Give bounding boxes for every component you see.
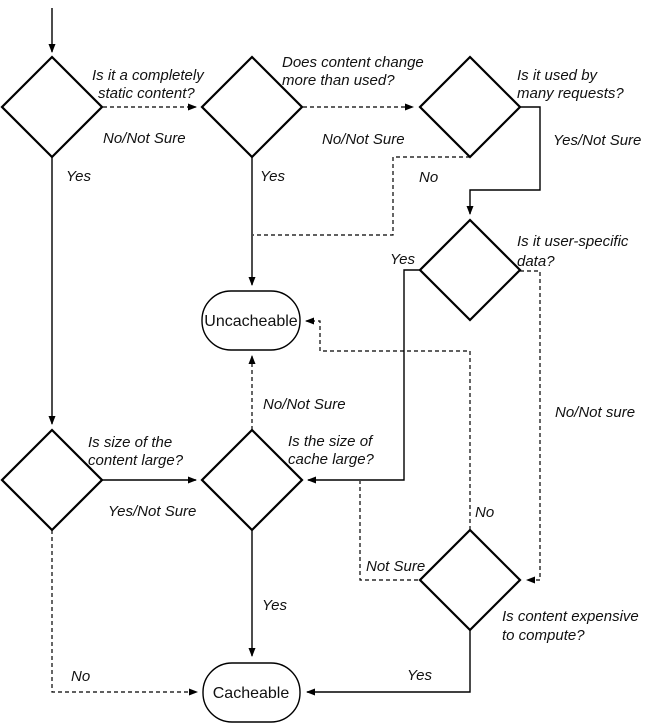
question-user-specific-line1: Is it user-specific bbox=[517, 233, 629, 250]
edge-label-expensive-yes: Yes bbox=[407, 667, 433, 684]
decision-many-requests bbox=[418, 55, 522, 159]
edge-label-many-no: No bbox=[419, 169, 438, 186]
edge-label-change-no: No/Not Sure bbox=[322, 131, 405, 148]
edge-many-requests-no bbox=[253, 156, 470, 236]
edge-many-requests-yes bbox=[466, 106, 541, 215]
question-change-line2: more than used? bbox=[282, 72, 395, 89]
terminal-uncacheable bbox=[201, 290, 301, 351]
edge-label-content-size-no: No bbox=[71, 668, 90, 685]
question-content-size-line2: content large? bbox=[88, 452, 184, 469]
question-user-specific-line2: data? bbox=[517, 253, 555, 270]
edge-expensive-no bbox=[305, 317, 471, 530]
decision-content-size bbox=[0, 428, 104, 532]
edge-user-specific-no bbox=[520, 270, 541, 584]
question-static-line1: Is it a completely bbox=[92, 67, 205, 84]
question-many-requests-line2: many requests? bbox=[517, 85, 624, 102]
question-cache-size-line1: Is the size of bbox=[288, 433, 374, 450]
decision-static-content bbox=[0, 55, 104, 159]
question-cache-size-line2: cache large? bbox=[288, 451, 375, 468]
edge-label-user-yes: Yes bbox=[390, 251, 416, 268]
edge-expensive-yes bbox=[306, 630, 471, 696]
edge-content-size-no bbox=[51, 530, 198, 696]
decision-expensive bbox=[418, 528, 522, 632]
question-static-line2: static content? bbox=[98, 85, 195, 102]
edge-label-user-no: No/Not sure bbox=[555, 404, 635, 421]
edge-label-cache-size-no: No/Not Sure bbox=[263, 396, 346, 413]
uncacheable-label: Uncacheable bbox=[204, 313, 298, 330]
terminal-cacheable bbox=[202, 662, 301, 723]
decision-cache-size bbox=[200, 428, 304, 532]
edge-user-specific-yes bbox=[307, 269, 420, 484]
question-expensive-line2: to compute? bbox=[502, 627, 585, 644]
edge-label-expensive-not-sure: Not Sure bbox=[366, 558, 425, 575]
question-expensive-line1: Is content expensive bbox=[502, 608, 639, 625]
cacheable-label: Cacheable bbox=[213, 685, 290, 702]
decision-content-change bbox=[200, 55, 304, 159]
decision-user-specific bbox=[418, 218, 522, 322]
edge-label-content-size-yes: Yes/Not Sure bbox=[108, 503, 196, 520]
question-change-line1: Does content change bbox=[282, 54, 424, 71]
edge-label-static-yes: Yes bbox=[66, 168, 92, 185]
edge-label-static-no: No/Not Sure bbox=[103, 130, 186, 147]
edge-label-expensive-no: No bbox=[475, 504, 494, 521]
question-content-size-line1: Is size of the bbox=[88, 434, 172, 451]
edge-expensive-not-sure bbox=[359, 481, 418, 581]
edge-label-cache-size-yes: Yes bbox=[262, 597, 288, 614]
edge-label-change-yes: Yes bbox=[260, 168, 286, 185]
question-many-requests-line1: Is it used by bbox=[517, 67, 599, 84]
edge-label-many-yes: Yes/Not Sure bbox=[553, 132, 641, 149]
